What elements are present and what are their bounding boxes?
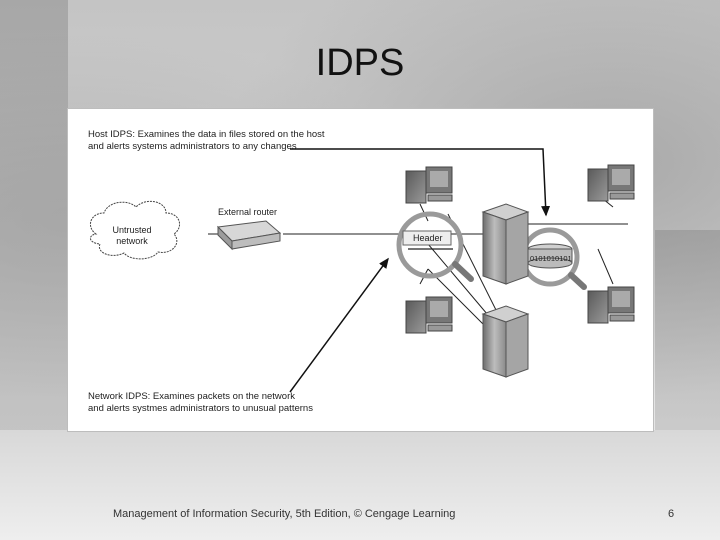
external-router-icon bbox=[218, 221, 280, 249]
cloud-label-line-2: network bbox=[106, 236, 158, 247]
magnifier-header bbox=[399, 214, 471, 279]
host-idps-caption-line-2: and alerts systems administrators to any… bbox=[88, 141, 325, 153]
slide-title: IDPS bbox=[0, 42, 720, 85]
idps-diagram: Host IDPS: Examines the data in files st… bbox=[67, 108, 654, 432]
host-server-icon bbox=[483, 204, 528, 284]
workstation-top-left-icon bbox=[406, 167, 452, 203]
binary-label: 0101010101 bbox=[530, 254, 572, 263]
host-idps-caption-line-1: Host IDPS: Examines the data in files st… bbox=[88, 129, 325, 141]
slide-footer: Management of Information Security, 5th … bbox=[113, 508, 455, 520]
network-idps-caption: Network IDPS: Examines packets on the ne… bbox=[88, 391, 313, 415]
header-label: Header bbox=[413, 233, 443, 243]
host-idps-caption: Host IDPS: Examines the data in files st… bbox=[88, 129, 325, 153]
link-right-bottom-pc bbox=[598, 249, 613, 284]
network-idps-arrow bbox=[290, 259, 388, 392]
workstation-bottom-left-icon bbox=[406, 297, 452, 333]
page-number: 6 bbox=[668, 508, 674, 520]
workstation-top-right-icon bbox=[588, 165, 634, 201]
background-building-right bbox=[655, 230, 720, 430]
background-snow-ground bbox=[0, 430, 720, 540]
cloud-label: Untrusted network bbox=[106, 225, 158, 247]
network-server-icon bbox=[483, 306, 528, 377]
network-idps-caption-line-2: and alerts systmes administrators to unu… bbox=[88, 403, 313, 415]
workstation-bottom-right-icon bbox=[588, 287, 634, 323]
network-idps-caption-line-1: Network IDPS: Examines packets on the ne… bbox=[88, 391, 313, 403]
diagram-canvas bbox=[68, 109, 653, 431]
router-label: External router bbox=[218, 207, 277, 217]
cloud-label-line-1: Untrusted bbox=[106, 225, 158, 236]
